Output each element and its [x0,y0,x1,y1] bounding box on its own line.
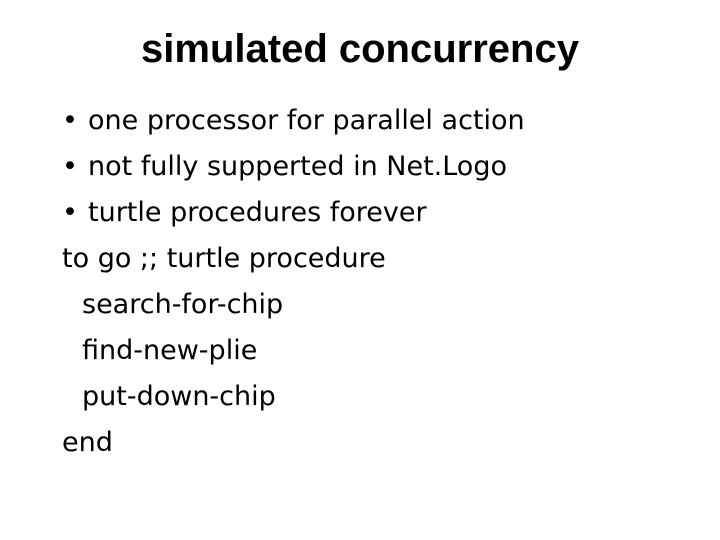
code-footer-line: end [62,427,113,458]
code-body-line: find-new-plie [82,335,258,366]
slide-body: • one processor for parallel action • not … [62,98,525,466]
bullet-icon: • [62,105,78,136]
code-header-line: to go ;; turtle procedure [62,243,386,274]
code-body-line: put-down-chip [82,381,276,412]
bullet-text: not fully supperted in Net.Logo [88,151,507,182]
bullet-item: • not fully supperted in Net.Logo [62,144,525,190]
slide-title: simulated concurrency [141,27,579,71]
bullet-item: • one processor for parallel action [62,98,525,144]
bullet-icon: • [62,197,78,228]
bullet-text: turtle procedures forever [88,197,427,228]
code-body-line: search-for-chip [82,289,284,320]
bullet-item: • turtle procedures forever [62,190,525,236]
bullet-icon: • [62,151,78,182]
bullet-text: one processor for parallel action [88,105,525,136]
